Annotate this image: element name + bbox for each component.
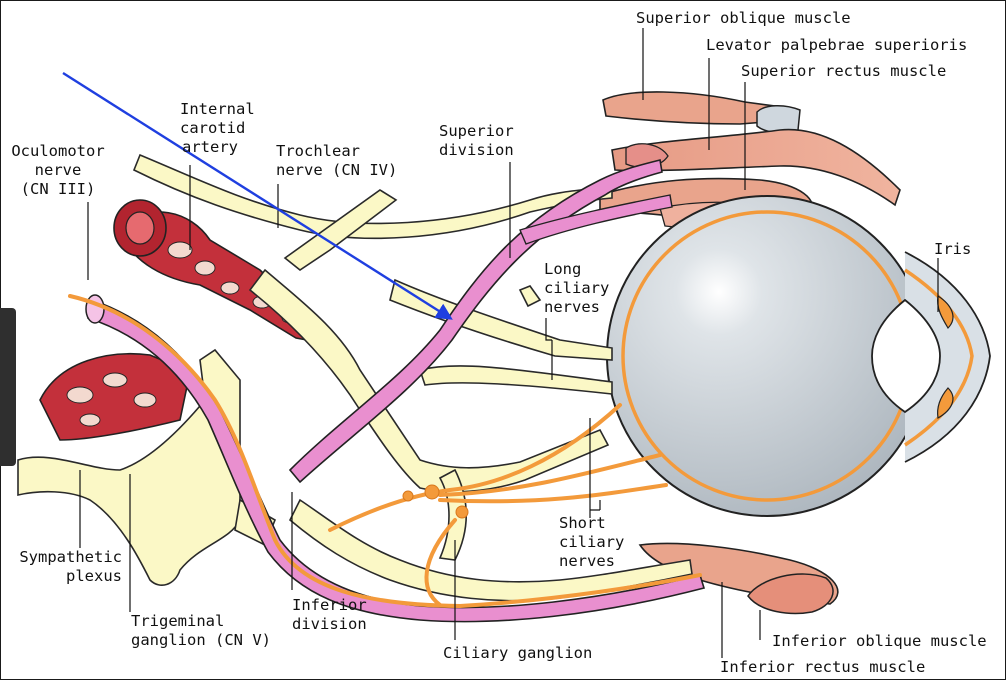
leader-lines	[79, 28, 939, 658]
label-inferior-oblique-muscle: Inferior oblique muscle	[772, 632, 987, 650]
side-panel-tab[interactable]	[0, 308, 16, 466]
annotation-arrow	[62, 71, 453, 320]
eyeball	[606, 195, 991, 517]
label-superior-oblique-muscle: Superior oblique muscle	[636, 9, 851, 27]
superior-oblique-muscle	[602, 91, 801, 134]
label-superior-division: Superior division	[439, 122, 514, 159]
label-oculomotor-nerve: Oculomotor nerve (CN III)	[11, 142, 105, 198]
ciliary-ganglion-nodes	[402, 484, 469, 519]
internal-carotid-artery	[39, 199, 329, 441]
label-trochlear-nerve: Trochlear nerve (CN IV)	[276, 142, 398, 179]
label-levator-palpebrae-superioris: Levator palpebrae superioris	[706, 36, 968, 54]
label-superior-rectus-muscle: Superior rectus muscle	[741, 62, 947, 80]
parasympathetic-fibers-orange	[68, 294, 702, 609]
label-inferior-rectus-muscle: Inferior rectus muscle	[720, 658, 926, 676]
label-inferior-division: Inferior division	[292, 596, 367, 633]
label-long-ciliary-nerves: Long ciliary nerves	[544, 260, 610, 316]
label-ciliary-ganglion: Ciliary ganglion	[443, 644, 593, 662]
label-iris: Iris	[934, 240, 972, 258]
inferior-oblique-muscle	[747, 573, 834, 615]
label-sympathetic-plexus: Sympathetic plexus	[19, 548, 122, 585]
label-internal-carotid-artery: Internal carotid artery	[180, 100, 255, 156]
label-short-ciliary-nerves: Short ciliary nerves	[559, 514, 625, 570]
label-trigeminal-ganglion: Trigeminal ganglion (CN V)	[131, 612, 271, 649]
